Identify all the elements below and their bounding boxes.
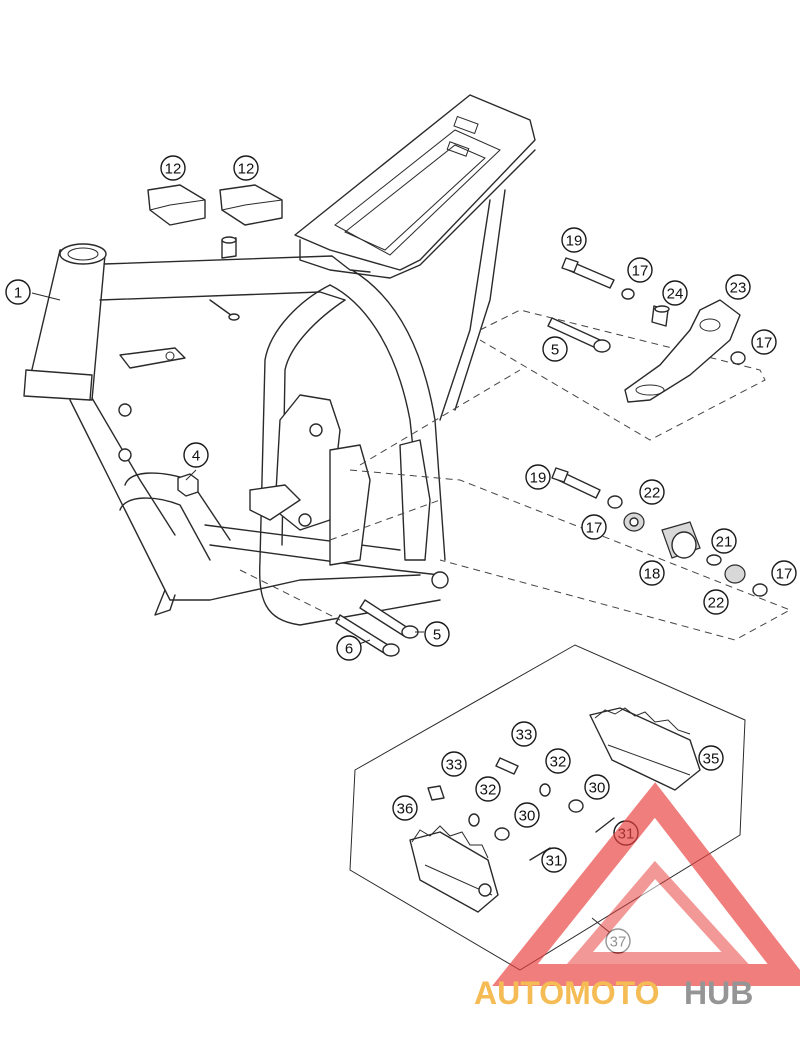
callout-number: 4: [192, 448, 200, 465]
callout-22: 22: [703, 589, 729, 615]
callout-circle: [541, 847, 567, 873]
callout-19: 19: [561, 227, 587, 253]
callout-number: 17: [776, 566, 793, 583]
callout-number: 5: [551, 342, 559, 359]
callout-19: 19: [525, 464, 551, 490]
callout-number: 22: [644, 485, 661, 502]
callout-number: 23: [730, 280, 747, 297]
part-12-clips: [147, 184, 283, 226]
callout-number: 31: [546, 853, 563, 870]
callout-1: 1: [5, 279, 31, 305]
callout-number: 6: [345, 641, 353, 658]
callout-5: 5: [424, 621, 450, 647]
callout-17: 17: [581, 514, 607, 540]
watermark-text-automoto: AUTOMOTO: [474, 975, 659, 1011]
callout-number: 17: [586, 520, 603, 537]
callout-31: 31: [541, 847, 567, 873]
callout-circle: [561, 227, 587, 253]
callout-5: 5: [542, 336, 568, 362]
callout-circle: [627, 257, 653, 283]
callout-circle: [5, 279, 31, 305]
callout-18: 18: [639, 560, 665, 586]
callout-circle: [514, 802, 540, 828]
callout-12: 12: [160, 155, 186, 181]
callout-circle: [771, 560, 797, 586]
callout-32: 32: [545, 748, 571, 774]
callout-number: 17: [756, 335, 773, 352]
callout-circle: [584, 774, 610, 800]
callout-21: 21: [711, 528, 737, 554]
callout-number: 35: [703, 751, 720, 768]
callout-24: 24: [662, 280, 688, 306]
callout-circle: [725, 274, 751, 300]
callout-12: 12: [233, 155, 259, 181]
watermark-text-hub: HUB: [684, 975, 753, 1011]
callout-circle: [711, 528, 737, 554]
watermark-logo: AUTOMOTO HUB: [474, 782, 800, 1011]
callout-labels: 1 12 12 19 17 24 23 5 17 4 19 22 17 21 18 17 22 6 5 33 33 32 3…: [5, 155, 797, 954]
callout-circle: [424, 621, 450, 647]
callout-circle: [475, 776, 501, 802]
callout-circle: [511, 721, 537, 747]
callout-number: 24: [667, 286, 684, 303]
callout-33: 33: [441, 751, 467, 777]
callout-circle: [525, 464, 551, 490]
callout-circle: [336, 635, 362, 661]
callout-circle: [703, 589, 729, 615]
callout-number: 30: [519, 808, 536, 825]
callout-number: 12: [165, 161, 182, 178]
callout-22: 22: [639, 479, 665, 505]
callout-17: 17: [771, 560, 797, 586]
callout-number: 5: [433, 627, 441, 644]
callout-30: 30: [514, 802, 540, 828]
callout-33: 33: [511, 721, 537, 747]
callout-number: 30: [589, 780, 606, 797]
callout-number: 18: [644, 566, 661, 583]
callout-number: 36: [397, 801, 414, 818]
bolts-5-6: [239, 569, 419, 657]
callout-number: 32: [480, 782, 497, 799]
side-stand-group: [359, 257, 766, 466]
callout-circle: [441, 751, 467, 777]
pivot-group: [329, 467, 792, 641]
callout-35: 35: [698, 745, 724, 771]
callout-17: 17: [627, 257, 653, 283]
callout-6: 6: [336, 635, 362, 661]
leader-lines: [31, 292, 615, 937]
callout-circle: [751, 329, 777, 355]
callout-number: 33: [446, 757, 463, 774]
callout-number: 12: [238, 161, 255, 178]
callout-circle: [639, 479, 665, 505]
callout-circle: [698, 745, 724, 771]
callout-36: 36: [392, 795, 418, 821]
callout-circle: [233, 155, 259, 181]
callout-circle: [545, 748, 571, 774]
callout-number: 33: [516, 727, 533, 744]
callout-circle: [542, 336, 568, 362]
callout-circle: [183, 442, 209, 468]
callout-circle: [581, 514, 607, 540]
callout-32: 32: [475, 776, 501, 802]
callout-circle: [639, 560, 665, 586]
frame-drawing: [23, 94, 536, 626]
part-4-nut: [177, 473, 199, 497]
footpeg-group: [349, 644, 746, 971]
callout-number: 17: [632, 263, 649, 280]
callout-number: 32: [550, 754, 567, 771]
callout-30: 30: [584, 774, 610, 800]
callout-circle: [662, 280, 688, 306]
callout-4: 4: [183, 442, 209, 468]
callout-circle: [392, 795, 418, 821]
callout-number: 19: [530, 470, 547, 487]
callout-17: 17: [751, 329, 777, 355]
callout-circle: [160, 155, 186, 181]
callout-number: 22: [708, 595, 725, 612]
callout-23: 23: [725, 274, 751, 300]
callout-number: 21: [716, 534, 733, 551]
callout-number: 1: [14, 285, 22, 302]
callout-number: 19: [566, 233, 583, 250]
